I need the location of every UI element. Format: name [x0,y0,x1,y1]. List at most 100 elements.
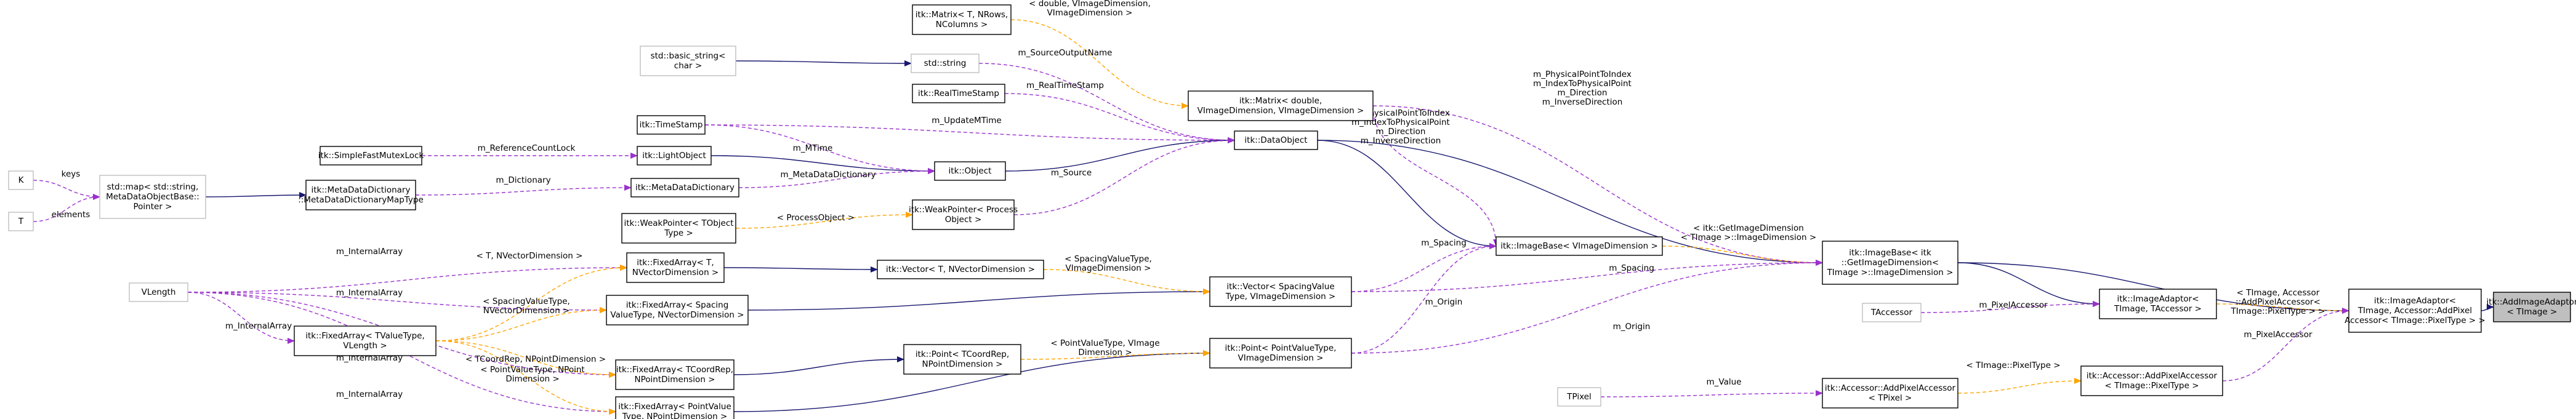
node-box [637,146,712,166]
node-taccessor: TAccessor [1862,303,1922,322]
node-box [1209,338,1352,369]
edge-mdd-to-object [738,168,935,188]
node-smfl[interactable]: itk::SimpleFastMutexLock [318,146,424,166]
edge-faP-to-pointP [733,350,1210,412]
edge-label-line: m_Origin [1425,297,1463,307]
edge-label-line: m_Spacing [1609,263,1654,273]
node-label-line: itk::WeakPointer< TObject [624,218,733,228]
edge-line [205,192,307,199]
edge-line [1043,269,1210,295]
edge-line [1662,245,1823,266]
edge-vlength-to-faTV [187,292,295,344]
edge-line [1005,137,1235,172]
node-matrixT[interactable]: itk::Matrix< T, NRows,NColumns > [912,4,1012,35]
node-pointP[interactable]: itk::Point< PointValueType,VImageDimensi… [1209,338,1352,369]
node-faC[interactable]: itk::FixedArray< TCoordRep,NPointDimensi… [615,359,735,390]
node-faS[interactable]: itk::FixedArray< SpacingValueType, NVect… [606,295,749,325]
edge-label: m_Origin [1425,297,1463,307]
edge-label-line: m_Direction [1558,88,1608,98]
node-faTV[interactable]: itk::FixedArray< TValueType,VLength > [294,325,437,356]
edge-label: < double, VImageDimension,VImageDimensio… [1029,0,1151,18]
edge-tpixel-to-apa [1600,390,1823,397]
node-label-line: itk::FixedArray< TCoordRep, [616,365,733,375]
node-faP[interactable]: itk::FixedArray< PointValueType, NPointD… [615,396,735,419]
node-box [640,46,736,76]
node-imgadA[interactable]: itk::ImageAdaptor<TImage, Accessor::AddP… [2345,289,2485,333]
node-timestamp[interactable]: itk::TimeStamp [637,115,706,135]
edge-mddmap-to-mdd [415,185,632,196]
node-label-line: itk::Accessor::AddPixelAccessor [1825,383,1956,393]
edge-line [733,356,904,375]
node-realtimestamp[interactable]: itk::RealTimeStamp [912,84,1005,103]
edge-line [435,340,616,415]
edge-label: m_PixelAccessor [2244,330,2312,340]
edge-label-line: m_Spacing [1421,238,1467,248]
edge-label-line: < T, NVectorDimension > [477,251,583,261]
edge-label: keys [62,169,81,179]
edge-line [435,340,616,378]
node-tpixel: TPixel [1557,387,1601,407]
node-apaI[interactable]: itk::Accessor::AddPixelAccessor< TImage:… [2080,365,2223,396]
edge-label-line: < PointValueType, VImage [1050,338,1159,348]
node-dataobject[interactable]: itk::DataObject [1234,130,1318,150]
edge-matrixD-to-imgbaseG [1372,105,1823,266]
node-t: T [8,212,34,231]
edge-faTV-to-faC [435,340,616,378]
node-box [621,213,736,244]
node-vecT[interactable]: itk::Vector< T, NVectorDimension > [877,260,1044,279]
edge-label-line: NVectorDimension > [483,306,570,316]
edge-label: < TImage::PixelType > [1966,361,2060,370]
edge-wpT-to-wpP [735,212,913,229]
edge-line [1351,260,1823,292]
node-label-line: Object > [945,215,982,225]
node-label-line: TAccessor [1870,308,1913,317]
edge-label: m_InternalArray [336,288,403,298]
edge-line [704,124,935,174]
node-imgbaseV[interactable]: itk::ImageBase< VImageDimension > [1495,236,1663,256]
node-wpP[interactable]: itk::WeakPointer< ProcessObject > [909,199,1018,230]
node-imgadT[interactable]: itk::ImageAdaptor<TImage, TAccessor > [2099,289,2217,319]
edge-map-to-mddmap [205,192,307,199]
node-object[interactable]: itk::Object [934,161,1006,181]
edge-label-line: m_MetaDataDictionary [781,170,876,180]
edge-vecT-to-vecS [1043,269,1210,295]
edge-label: m_SourceOutputName [1018,48,1113,58]
node-box [615,359,735,390]
node-mdd[interactable]: itk::MetaDataDictionary [630,178,739,198]
node-lightobj[interactable]: itk::LightObject [637,146,712,166]
node-label-line: itk::ImageAdaptor< [2374,296,2456,306]
edge-line [1004,93,1235,143]
node-addimg[interactable]: itk::AddImageAdaptor< TImage > [2487,292,2576,322]
edge-line [33,180,100,200]
edge-label-line: m_PixelAccessor [2244,330,2312,340]
node-label-line: itk::ImageAdaptor< [2117,294,2199,304]
edge-k-to-map [33,180,100,200]
edge-label-line: m_IndexToPhysicalPoint [1351,118,1450,127]
edge-label-line: m_Direction [1376,127,1426,137]
node-label-line: TImage, TAccessor > [2114,304,2202,314]
node-pointC[interactable]: itk::Point< TCoordRep,NPointDimension > [903,344,1021,375]
node-box [606,295,749,325]
node-label-line: char > [674,61,702,71]
edge-label-line: m_SourceOutputName [1018,48,1113,58]
edge-label: < T, NVectorDimension > [477,251,583,261]
node-mddmap[interactable]: itk::MetaDataDictionary::MetaDataDiction… [298,180,424,210]
edge-matrixD-to-imgbaseV [1372,105,1499,247]
node-apa[interactable]: itk::Accessor::AddPixelAccessor< TPixel … [1822,378,1958,409]
edge-line [1957,262,2100,307]
node-box [630,178,739,198]
node-label-line: itk::Object [949,166,992,176]
edge-line [2222,308,2349,381]
node-imgbaseG[interactable]: itk::ImageBase< itk::GetImageDimension<T… [1822,241,1958,285]
edge-line [1372,105,1823,266]
node-matrixD[interactable]: itk::Matrix< double,VImageDimension, VIm… [1188,90,1374,121]
node-faT[interactable]: itk::FixedArray< T,NVectorDimension > [626,252,725,283]
edge-label-line: < SpacingValueType, [483,297,570,306]
edge-line [1317,140,1497,249]
edge-label-line: ::AddPixelAccessor< [2236,297,2320,307]
node-label-line: itk::WeakPointer< Process [909,205,1018,215]
node-vecS[interactable]: itk::Vector< SpacingValueType, VImageDim… [1209,276,1352,307]
edge-faTV-to-faP [435,340,616,415]
